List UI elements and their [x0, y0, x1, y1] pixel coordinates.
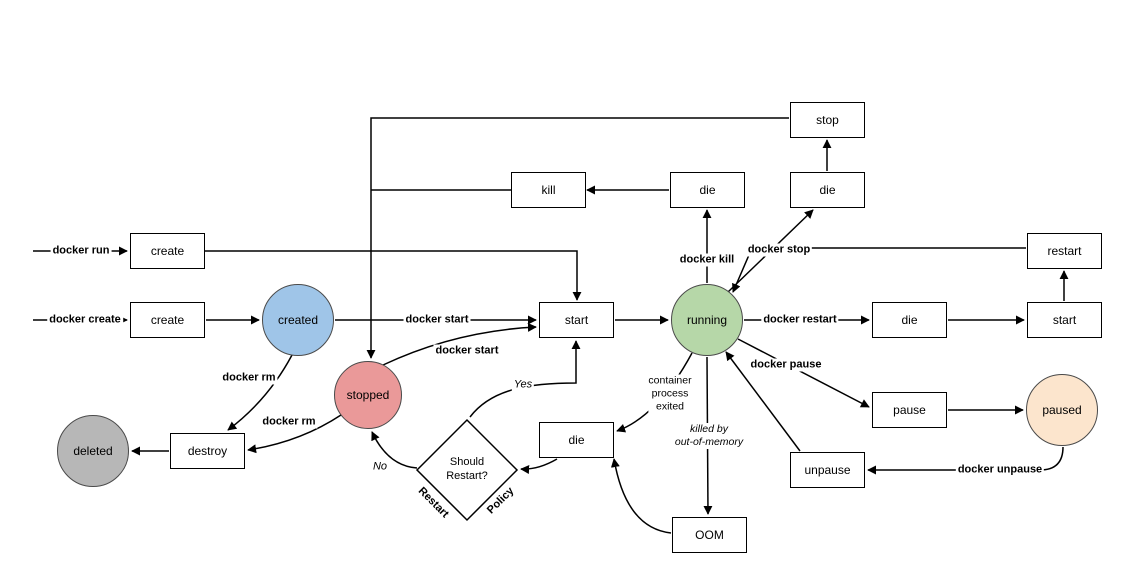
event-kill-label: kill [541, 183, 556, 197]
decision-diamond [415, 418, 519, 522]
event-stop-label: stop [816, 113, 839, 127]
event-create-run: create [130, 233, 205, 269]
event-pause: pause [872, 392, 947, 428]
decision-line2: Restart? [446, 470, 488, 482]
edge-oom-to-die [610, 458, 672, 534]
label-docker-rm-stopped: docker rm [260, 415, 318, 429]
label-no: No [370, 460, 390, 474]
note-killed-oom-line2: out-of-memory [674, 436, 744, 448]
label-docker-kill: docker kill [677, 253, 737, 267]
decision-label: Should Restart? [446, 455, 488, 483]
note-container-exited: container process exited [648, 374, 692, 414]
label-docker-stop: docker stop [745, 243, 813, 257]
label-docker-start-stopped: docker start [433, 344, 501, 358]
decision-line1: Should [449, 456, 485, 468]
edge-created-to-destroy [227, 354, 293, 431]
note-container-exited-line3: exited [655, 400, 685, 413]
label-docker-pause: docker pause [748, 358, 824, 372]
event-restart: restart [1027, 233, 1102, 269]
event-create-label: create [150, 313, 185, 327]
note-container-exited-line1: container [648, 374, 692, 387]
event-oom: OOM [672, 517, 747, 553]
note-killed-oom-line1: killed by [690, 423, 728, 435]
event-pause-label: pause [893, 403, 926, 417]
label-docker-create: docker create [47, 313, 123, 327]
event-die-top-right-label: die [819, 183, 836, 197]
label-docker-start-main: docker start [403, 313, 471, 327]
label-yes: Yes [511, 378, 535, 392]
state-paused-label: paused [1042, 403, 1082, 417]
event-restart-label: restart [1047, 244, 1082, 258]
note-killed-oom: killed by out-of-memory [674, 423, 744, 449]
event-die-top: die [670, 172, 745, 208]
state-running-label: running [686, 313, 728, 327]
event-start-main: start [539, 302, 614, 338]
state-stopped: stopped [334, 361, 402, 429]
state-paused: paused [1026, 374, 1098, 446]
event-destroy-label: destroy [187, 444, 228, 458]
edge-decision-no-to-stopped [371, 431, 418, 469]
note-container-exited-line2: process [651, 387, 689, 400]
label-docker-unpause: docker unpause [955, 463, 1045, 477]
event-unpause-label: unpause [804, 463, 851, 477]
edge-create-to-start [205, 250, 582, 301]
state-created-label: created [277, 313, 319, 327]
event-start-main-label: start [564, 313, 589, 327]
event-oom-label: OOM [695, 528, 724, 542]
event-die-right-label: die [901, 313, 918, 327]
state-deleted-label: deleted [73, 444, 113, 458]
edge-stopped-to-destroy [247, 414, 342, 454]
event-die-exit: die [539, 422, 614, 458]
edge-die-to-decision [520, 458, 558, 474]
event-stop: stop [790, 102, 865, 138]
state-deleted: deleted [57, 415, 129, 487]
edge-stop-to-stopped [366, 117, 789, 359]
edge-stopped-to-start [382, 322, 537, 366]
event-die-top-label: die [699, 183, 716, 197]
state-stopped-label: stopped [346, 388, 390, 402]
event-die-exit-label: die [568, 433, 585, 447]
edge-running-to-pause [737, 338, 870, 408]
event-kill: kill [511, 172, 586, 208]
label-docker-run: docker run [50, 244, 112, 258]
state-created: created [262, 284, 334, 356]
event-die-right: die [872, 302, 947, 338]
event-create: create [130, 302, 205, 338]
state-running: running [671, 284, 743, 356]
edge-unpause-to-running [725, 351, 801, 452]
event-start-right: start [1027, 302, 1102, 338]
event-unpause: unpause [790, 452, 865, 488]
event-destroy: destroy [170, 433, 245, 469]
event-start-right-label: start [1052, 313, 1077, 327]
label-docker-rm-created: docker rm [220, 371, 278, 385]
label-docker-restart: docker restart [761, 313, 839, 327]
event-die-top-right: die [790, 172, 865, 208]
event-create-run-label: create [150, 244, 185, 258]
